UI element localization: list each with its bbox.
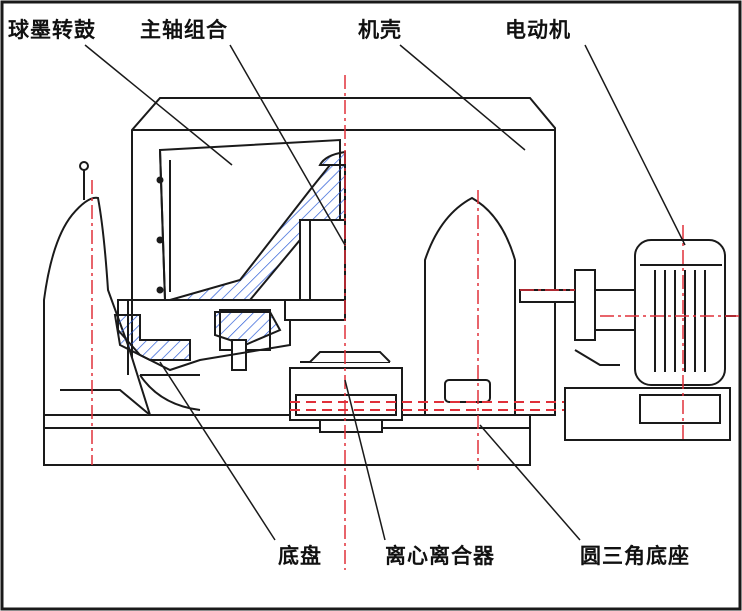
label-spindle: 主轴组合 [140, 18, 228, 42]
drive-belt [290, 401, 730, 411]
centrifugal-clutch [289, 351, 403, 433]
label-housing: 机壳 [358, 18, 402, 42]
label-drum: 球墨转鼓 [8, 18, 96, 42]
electric-motor [634, 239, 736, 386]
label-chassis: 底盘 [278, 544, 322, 568]
bearing-column [284, 219, 346, 321]
label-motor: 电动机 [505, 18, 571, 42]
left-tripod-leg [43, 161, 152, 416]
label-tripod-base: 圆三角底座 [580, 544, 690, 568]
motor-base [564, 387, 731, 441]
label-clutch: 离心离合器 [385, 544, 495, 568]
leader-lines [84, 44, 686, 541]
motor-coupling [519, 269, 636, 366]
centerlines [91, 75, 740, 570]
right-tripod-leg [424, 196, 516, 416]
base-slab [43, 414, 531, 466]
